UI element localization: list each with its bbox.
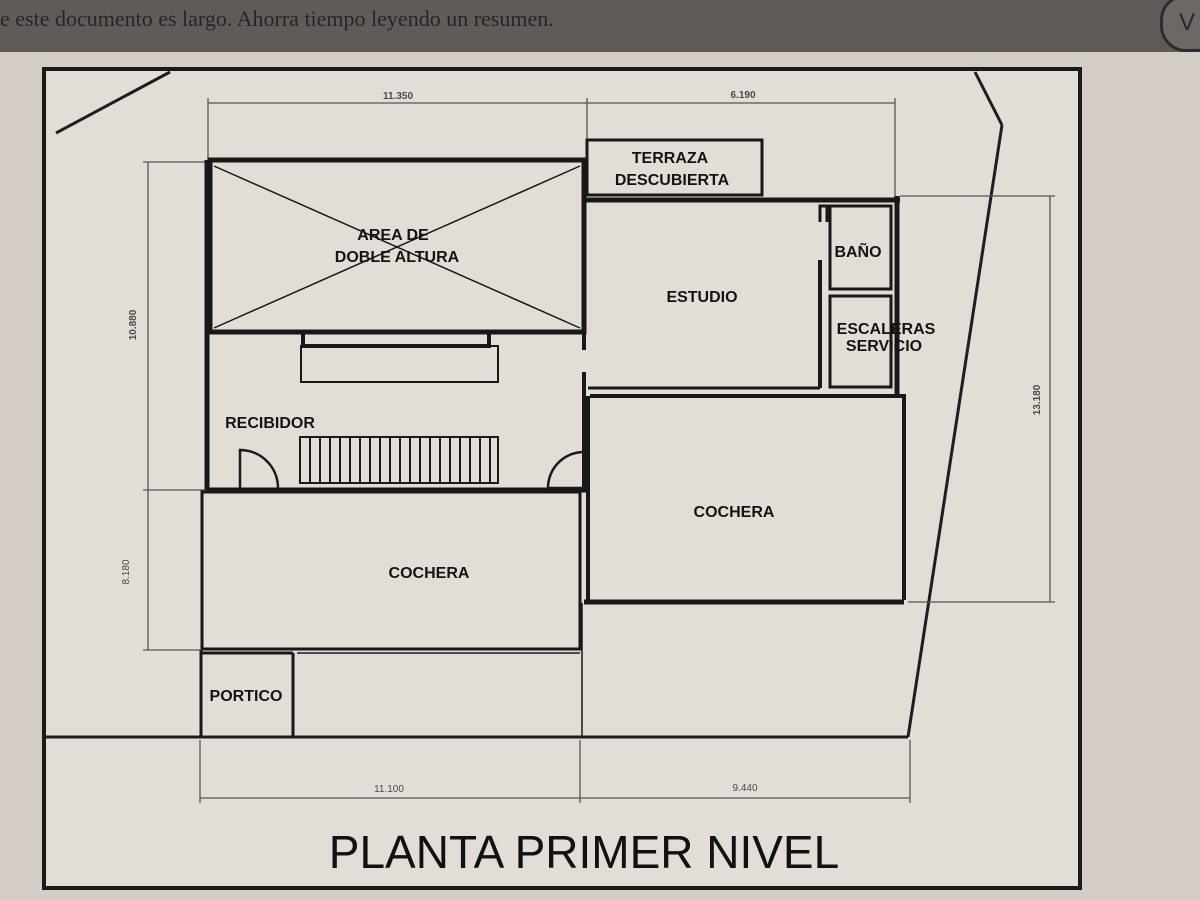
terrace-outline <box>585 138 764 197</box>
dim-top-right: 6.190 <box>730 90 755 101</box>
room-recibidor-label: RECIBIDOR <box>225 415 315 432</box>
room-cochera-left-label: COCHERA <box>389 565 470 582</box>
banner-button[interactable]: V <box>1160 0 1200 52</box>
room-servicio-label: SERVICIO <box>846 338 922 355</box>
dim-top-left: 11.350 <box>383 91 413 102</box>
plan-paper <box>42 67 1082 890</box>
banner-button-label: V <box>1179 9 1196 36</box>
dim-bottom-right: 9.440 <box>732 783 757 794</box>
dim-left-upper: 10.880 <box>128 309 139 340</box>
dimension-lines <box>143 98 1055 803</box>
room-portico-label: PORTICO <box>210 688 283 705</box>
document-banner: e este documento es largo. Ahorra tiempo… <box>0 0 1200 52</box>
summary-message: e este documento es largo. Ahorra tiempo… <box>0 6 554 31</box>
property-boundary <box>44 70 1004 739</box>
dim-right: 13.180 <box>1032 384 1043 415</box>
dim-bottom-left: 11.100 <box>374 784 404 795</box>
plan-title: PLANTA PRIMER NIVEL <box>329 826 839 878</box>
room-area-de-label: AREA DE <box>357 227 429 244</box>
room-terraza-label: TERRAZA <box>632 150 709 167</box>
room-cochera-right-label: COCHERA <box>694 504 775 521</box>
stairs <box>299 436 499 484</box>
room-doble-altura-label: DOBLE ALTURA <box>335 249 460 266</box>
room-escaleras-label: ESCALERAS <box>837 321 936 338</box>
dim-left-lower: 8.180 <box>121 559 132 584</box>
door-swings <box>238 448 587 490</box>
room-descubierta-label: DESCUBIERTA <box>615 172 730 189</box>
walls <box>199 138 906 737</box>
cochera-left-outline <box>200 490 582 651</box>
room-bano-label: BAÑO <box>834 241 881 261</box>
room-estudio-label: ESTUDIO <box>666 289 737 306</box>
